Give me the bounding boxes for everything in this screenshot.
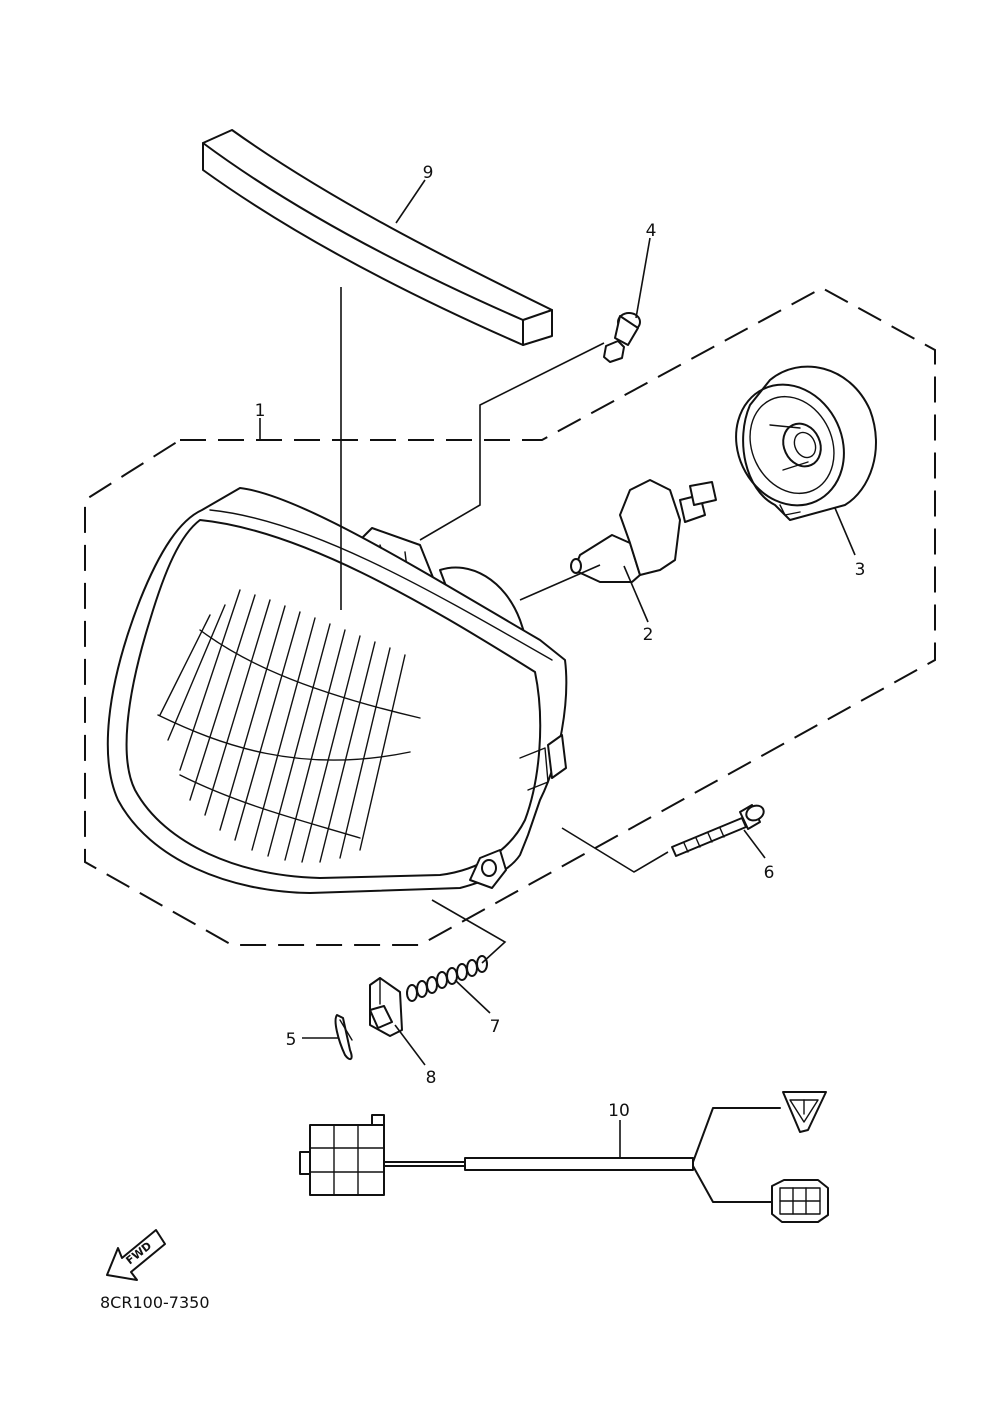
leader-lines	[259, 179, 856, 1158]
callout-10: 10	[608, 1101, 630, 1121]
callout-2: 2	[643, 625, 654, 645]
callout-8: 8	[426, 1068, 437, 1088]
callout-9: 9	[423, 163, 434, 183]
callout-3: 3	[855, 560, 866, 580]
callout-4: 4	[646, 221, 657, 241]
callout-7: 7	[490, 1017, 501, 1037]
part-8-nut-clip	[369, 977, 403, 1037]
part-10-wiring-harness	[299, 1091, 829, 1223]
callout-1: 1	[255, 401, 266, 421]
callout-labels: 1 2 3 4 5 6 7 8 9 10	[255, 163, 866, 1121]
callout-5: 5	[286, 1030, 297, 1050]
part-4-screw	[603, 312, 641, 363]
assembly-boundary	[84, 286, 936, 946]
part-2-bulb	[570, 479, 717, 583]
part-5-cotter-pin	[334, 1014, 353, 1061]
part-6-bolt	[671, 804, 765, 857]
drawing-code: 8CR100-7350	[100, 1293, 210, 1312]
part-3-bulb-cover	[735, 365, 877, 521]
part-9-visor-pad	[202, 129, 553, 346]
part-1-headlight-assembly	[106, 487, 568, 894]
forward-direction-arrow: FWD	[106, 1229, 166, 1281]
callout-6: 6	[764, 863, 775, 883]
part-7-spring	[406, 955, 488, 1002]
